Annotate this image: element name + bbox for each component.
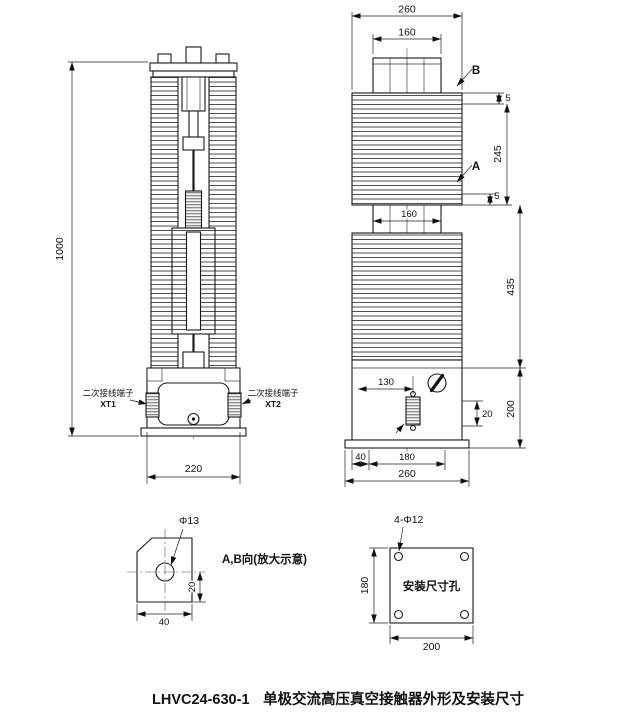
dim-mount-height: 180 — [359, 577, 371, 595]
dim-base-width-side: 260 — [398, 468, 416, 480]
secondary-terminal-strip — [405, 396, 421, 426]
view-a-marker: A — [456, 161, 480, 183]
terminal-block-xt1 — [145, 392, 160, 418]
front-center-mechanism — [171, 76, 216, 369]
mounting-plate — [389, 547, 474, 624]
mounting-hole — [393, 551, 404, 562]
title-model: LHVC24-630-1 — [152, 692, 250, 708]
xt1-id: XT1 — [100, 399, 116, 409]
side-dim-5-top: 5 — [462, 92, 511, 105]
side-dim-435: 435 — [462, 205, 526, 369]
side-mechanism-box: 130 — [344, 359, 470, 449]
terminal-strip-leader — [395, 423, 405, 434]
side-dim-160-mid: 160 — [373, 208, 441, 224]
side-dim-245: 245 — [462, 104, 512, 206]
mount-dim-200: 200 — [389, 625, 474, 653]
front-view: 1000 220 二次接线端子 XT1 二次接线端子 XT2 — [54, 46, 299, 484]
dim-mount-width: 200 — [423, 641, 441, 653]
left-bracket-hatch — [146, 367, 163, 382]
xt1-leader — [129, 399, 148, 405]
right-bracket-hatch — [224, 367, 241, 382]
view-a-label: A — [472, 161, 480, 173]
drawing-title: LHVC24-630-1 单极交流高压真空接触器外形及安装尺寸 — [152, 690, 524, 708]
xt2-callout: 二次接线端子 XT2 — [241, 388, 299, 409]
side-dim-20: 20 — [462, 400, 493, 427]
mounting-detail-view: 4-Φ12 180 安装尺寸孔 200 — [359, 514, 474, 653]
dim-gap-top: 5 — [505, 93, 510, 104]
interrupter-body — [185, 231, 202, 331]
dim-upper-section: 245 — [492, 145, 504, 163]
front-base-plate — [140, 427, 247, 437]
mount-dim-180: 180 — [359, 547, 388, 624]
side-dim-260-top: 260 — [351, 4, 463, 90]
dim-foot-span: 180 — [399, 452, 415, 463]
xt2-id: XT2 — [265, 399, 281, 409]
handle-pivot — [435, 381, 439, 385]
front-dim-220: 220 — [146, 432, 241, 484]
mounting-holes-leader — [397, 526, 404, 552]
mounting-hole — [459, 551, 470, 562]
view-b-arrow — [456, 68, 473, 87]
xt2-label: 二次接线端子 — [247, 388, 299, 398]
side-dim-5-mid: 5 — [462, 191, 500, 205]
xt1-callout: 二次接线端子 XT1 — [82, 388, 148, 409]
mounting-holes-label: 4-Φ12 — [394, 514, 424, 526]
contact-spring — [184, 190, 203, 229]
dim-top-width: 260 — [398, 4, 416, 16]
dim-lower-section: 435 — [505, 278, 517, 296]
dim-terminal: 20 — [482, 409, 493, 420]
dim-foot-offset: 40 — [355, 452, 366, 463]
mounting-hole — [459, 609, 470, 620]
side-view: 130 260 160 B A — [344, 4, 526, 487]
front-mechanism-box — [140, 367, 247, 437]
detail-ab-caption: A,B向(放大示意) — [222, 552, 307, 566]
dim-top-pad-width: 160 — [398, 27, 416, 39]
pad-hole-dia: Φ13 — [179, 515, 199, 527]
dim-center-offset: 20 — [187, 582, 198, 593]
dim-box-inner: 130 — [378, 377, 394, 388]
xt2-leader — [241, 397, 252, 405]
xt1-label: 二次接线端子 — [82, 388, 134, 398]
dim-box-height: 200 — [505, 400, 517, 418]
view-b-marker: B — [456, 65, 480, 87]
terminal-block-xt2 — [227, 392, 242, 418]
shaft-hole — [187, 412, 200, 426]
shaft-center — [191, 417, 196, 421]
pad-hole — [155, 562, 175, 582]
terminal-pad-plate — [136, 537, 193, 603]
side-dim-160-top: 160 — [372, 27, 442, 54]
side-base-plate — [344, 439, 470, 449]
dim-gap-mid: 5 — [494, 191, 499, 202]
dim-base-width: 220 — [185, 463, 203, 475]
dim-pad-width: 40 — [159, 617, 170, 628]
operating-handle-hole — [427, 373, 447, 393]
detail-ab-dim-20: 20 — [186, 572, 206, 603]
detail-ab-dim-40: 40 — [136, 604, 193, 628]
lower-bellows-insulator — [351, 232, 463, 361]
pad-hole-leader — [170, 528, 184, 566]
dim-mid-pad-width: 160 — [401, 209, 417, 220]
view-b-label: B — [472, 65, 480, 77]
mounting-plate-label: 安装尺寸孔 — [403, 579, 461, 593]
side-top-terminal-pad — [372, 57, 442, 94]
view-a-arrow — [456, 164, 473, 183]
title-name: 单极交流高压真空接触器外形及安装尺寸 — [263, 690, 524, 708]
dim-overall-height: 1000 — [54, 237, 66, 261]
side-bottom-dims: 40 180 260 — [344, 450, 470, 487]
detail-ab-view: Φ13 20 40 A,B向(放大示意) — [127, 515, 307, 628]
mounting-hole — [393, 609, 404, 620]
front-dim-1000: 1000 — [54, 61, 148, 437]
side-dim-200: 200 — [469, 368, 526, 449]
upper-bellows-insulator — [351, 92, 463, 206]
